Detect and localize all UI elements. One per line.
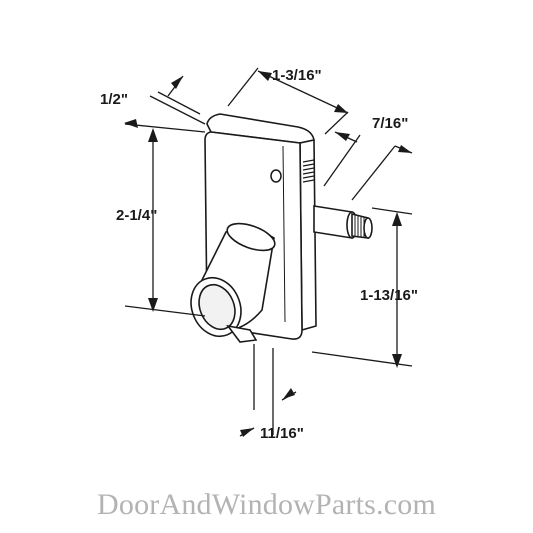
- screw-hole: [270, 169, 282, 183]
- watermark-text: DoorAndWindowParts.com: [97, 488, 436, 521]
- dim-overall-height-label: 2-1/4": [116, 207, 157, 224]
- stem-knurling: [354, 215, 365, 237]
- dimension-arrows: [124, 71, 412, 437]
- dim-top-depth-label: 1/2": [100, 91, 128, 108]
- dim-stem-length-label: 7/16": [372, 115, 408, 132]
- side-ridges: [302, 159, 315, 183]
- dim-stem-to-bottom-label: 1-13/16": [360, 287, 418, 304]
- dim-post-offset-label: 11/16": [260, 425, 304, 442]
- dimension-lines: [124, 67, 413, 437]
- dim-top-width-label: 1-3/16": [272, 67, 322, 84]
- cylinder-post: [190, 222, 276, 343]
- side-stem: [313, 205, 373, 239]
- front-face-edge-line: [282, 145, 286, 323]
